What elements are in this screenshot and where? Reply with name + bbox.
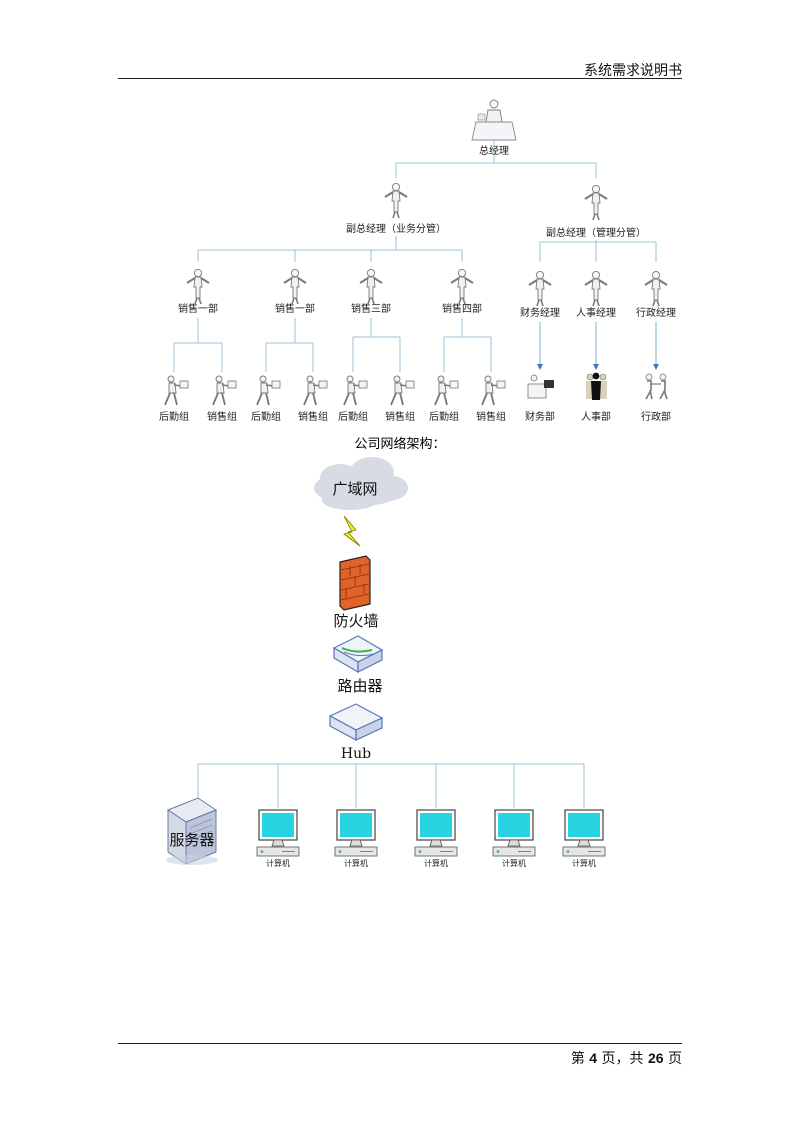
manager-figure (644, 270, 668, 307)
router-icon (332, 635, 384, 674)
page-number: 4 (589, 1050, 598, 1066)
group-figure (303, 375, 328, 406)
group-label: 销售组 (207, 410, 237, 423)
department-label: 财务部 (525, 410, 555, 423)
department-label: 行政部 (641, 410, 671, 423)
lightning-icon (343, 515, 361, 547)
sales-dept-label: 销售一部 (275, 302, 315, 315)
vp-business-figure (384, 182, 408, 219)
computer-label: 计算机 (502, 858, 526, 868)
vp-admin-figure (584, 184, 608, 221)
computer-icon (334, 809, 378, 857)
vp-business-label: 副总经理（业务分管） (346, 222, 446, 235)
group-figure (343, 375, 368, 406)
vp-admin-label: 副总经理（管理分管） (546, 226, 646, 239)
admin-dept-figure (645, 373, 668, 400)
group-figure (390, 375, 415, 406)
hub-label: Hub (341, 746, 371, 762)
server-icon (166, 797, 218, 865)
ceo-figure (471, 99, 517, 141)
group-label: 后勤组 (429, 410, 459, 423)
network-section-title: 公司网络架构： (354, 436, 445, 452)
computer-icon (414, 809, 458, 857)
sales-dept-figure (359, 268, 383, 305)
ceo-label: 总经理 (479, 144, 509, 157)
manager-label: 财务经理 (520, 306, 560, 319)
group-figure (481, 375, 506, 406)
sales-dept-figure (283, 268, 307, 305)
group-label: 后勤组 (159, 410, 189, 423)
group-label: 销售组 (298, 410, 328, 423)
sales-dept-figure (186, 268, 210, 305)
manager-figure (528, 270, 552, 307)
computer-label: 计算机 (572, 858, 596, 868)
hub-icon (328, 703, 384, 742)
firewall-label: 防火墙 (333, 612, 378, 630)
sales-dept-figure (450, 268, 474, 305)
computer-icon (492, 809, 536, 857)
group-figure (256, 375, 281, 406)
sales-dept-label: 销售四部 (442, 302, 482, 315)
computer-label: 计算机 (424, 858, 448, 868)
sales-dept-label: 销售一部 (178, 302, 218, 315)
group-figure (164, 375, 189, 406)
server-label: 服务器 (169, 831, 214, 849)
manager-figure (584, 270, 608, 307)
router-label: 路由器 (337, 677, 382, 695)
sales-dept-label: 销售三部 (351, 302, 391, 315)
wan-cloud-icon (314, 457, 408, 510)
wan-label: 广域网 (332, 480, 377, 498)
group-label: 后勤组 (251, 410, 281, 423)
header-rule (118, 78, 682, 79)
hr-dept-figure (586, 372, 607, 400)
page-footer: 第 4 页，共 26 页 (571, 1048, 682, 1068)
group-label: 后勤组 (338, 410, 368, 423)
computer-icon (256, 809, 300, 857)
page-total: 26 (647, 1050, 664, 1066)
document-header-title: 系统需求说明书 (584, 63, 682, 79)
computer-icon (562, 809, 606, 857)
group-label: 销售组 (476, 410, 506, 423)
group-figure (212, 375, 237, 406)
footer-mid: 页，共 (597, 1051, 648, 1067)
footer-rule (118, 1043, 682, 1044)
group-label: 销售组 (385, 410, 415, 423)
manager-label: 行政经理 (636, 306, 676, 319)
firewall-icon (339, 555, 371, 611)
lan-bus (197, 763, 585, 808)
computer-label: 计算机 (344, 858, 368, 868)
org-connectors (173, 140, 659, 372)
manager-label: 人事经理 (576, 306, 616, 319)
group-figure (434, 375, 459, 406)
footer-suffix: 页 (663, 1051, 682, 1067)
footer-prefix: 第 (570, 1051, 590, 1067)
department-label: 人事部 (581, 410, 611, 423)
computer-label: 计算机 (266, 858, 290, 868)
finance-dept-figure (527, 374, 554, 399)
